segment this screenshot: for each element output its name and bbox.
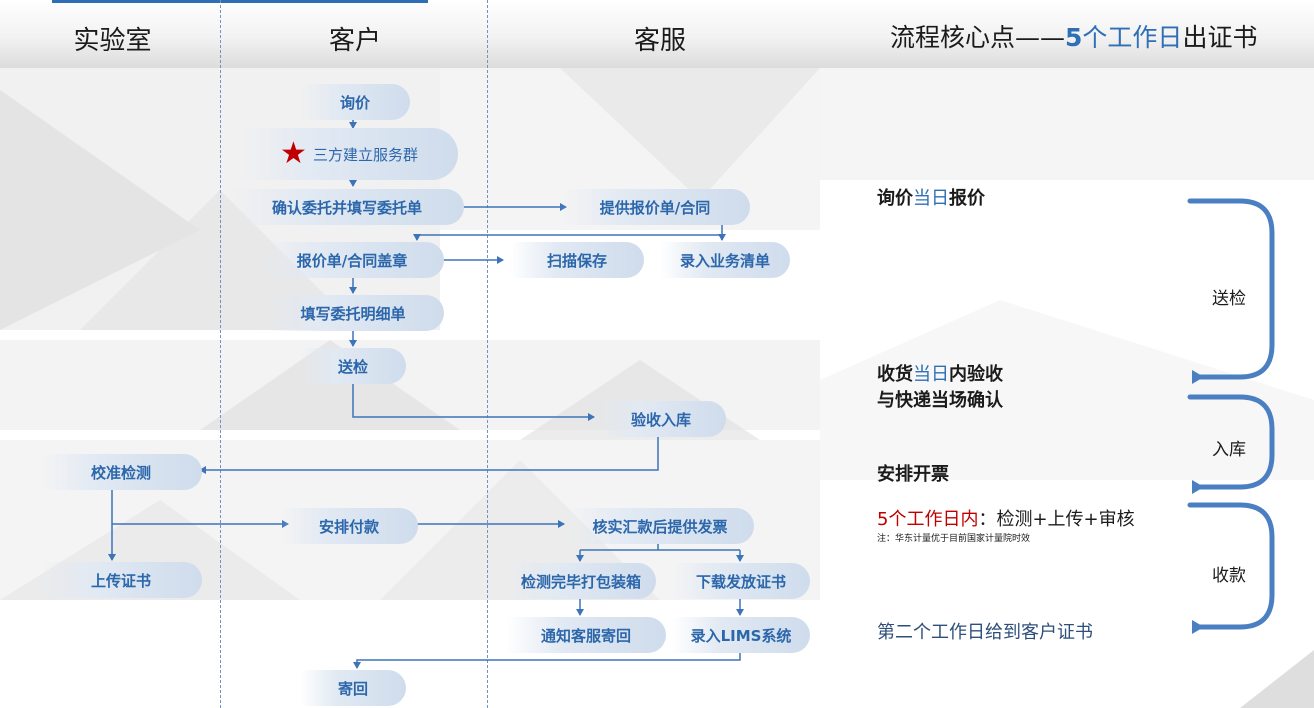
note-courier: 与快递当场确认 xyxy=(877,390,1003,411)
note-receive: 收货当日内验收 xyxy=(877,360,1003,386)
node-group: ★ 三方建立服务群 xyxy=(240,128,458,180)
connector-lims-return xyxy=(353,652,741,669)
node-inquiry-label: 询价 xyxy=(339,93,370,112)
node-invoice-label: 核实汇款后提供发票 xyxy=(592,517,728,536)
node-inquiry: 询价 xyxy=(300,84,410,120)
node-scan-label: 扫描保存 xyxy=(546,251,607,270)
note1-a: 询价 xyxy=(877,188,913,209)
note2-b: 当日 xyxy=(913,364,949,385)
note2-c: 内验收 xyxy=(949,364,1003,385)
note2-a: 收货 xyxy=(877,364,913,385)
bracket-payment xyxy=(1187,502,1275,634)
note4-b: ：检测+上传+审核 xyxy=(978,509,1135,530)
header-band xyxy=(0,0,1314,68)
node-stamp: 报价单/合同盖章 xyxy=(260,242,444,278)
node-download-label: 下载发放证书 xyxy=(695,572,786,591)
note-second-day: 第二个工作日给到客户证书 xyxy=(877,622,1093,643)
node-pay: 安排付款 xyxy=(280,508,418,544)
note-inquiry-quote: 询价当日报价 xyxy=(877,184,985,210)
node-pack: 检测完毕打包装箱 xyxy=(506,563,656,599)
core-title-number: 5 xyxy=(1065,23,1083,52)
connector-receive-calibrate xyxy=(199,435,659,474)
node-receive-label: 验收入库 xyxy=(630,410,691,429)
node-confirm-label: 确认委托并填写委托单 xyxy=(271,198,422,217)
note1-b: 当日 xyxy=(913,188,949,209)
node-record-label: 录入业务清单 xyxy=(679,251,770,270)
star-icon: ★ xyxy=(280,136,307,171)
node-detail: 填写委托明细单 xyxy=(262,295,444,331)
core-title-suffix: 出证书 xyxy=(1182,23,1258,52)
node-download: 下载发放证书 xyxy=(672,563,810,599)
core-title: 流程核心点——5个工作日出证书 xyxy=(890,18,1257,54)
column-title-customer: 客户 xyxy=(328,26,381,56)
bracket-label-stock: 入库 xyxy=(1212,440,1246,460)
lane-divider-customer-service xyxy=(487,0,488,708)
connector-quote-split xyxy=(417,225,723,236)
lane-divider-lab-customer xyxy=(220,0,221,708)
node-provide-quote-label: 提供报价单/合同 xyxy=(599,198,711,217)
node-pack-label: 检测完毕打包装箱 xyxy=(520,572,641,591)
node-return-label: 寄回 xyxy=(337,679,368,698)
column-title-lab: 实验室 xyxy=(73,26,152,56)
node-detail-label: 填写委托明细单 xyxy=(300,304,406,323)
bracket-send xyxy=(1187,198,1275,384)
bracket-stock xyxy=(1187,394,1275,494)
node-scan: 扫描保存 xyxy=(510,242,644,278)
node-upload: 上传证书 xyxy=(40,562,202,598)
node-provide-quote: 提供报价单/合同 xyxy=(560,189,750,225)
node-stamp-label: 报价单/合同盖章 xyxy=(296,251,408,270)
bracket-label-payment: 收款 xyxy=(1212,566,1246,586)
node-calibrate: 校准检测 xyxy=(40,454,202,490)
node-record: 录入业务清单 xyxy=(660,242,790,278)
note1-c: 报价 xyxy=(949,188,985,209)
node-upload-label: 上传证书 xyxy=(90,571,151,590)
core-title-prefix: 流程核心点—— xyxy=(890,23,1066,52)
note-5days-footnote: 注：华东计量优于目前国家计量院时效 xyxy=(877,534,1031,544)
note4-a: 5个工作日内 xyxy=(877,509,979,530)
node-lims: 录入LIMS系统 xyxy=(672,617,810,653)
node-receive: 验收入库 xyxy=(596,401,726,437)
node-notify-label: 通知客服寄回 xyxy=(540,626,631,645)
node-pay-label: 安排付款 xyxy=(318,517,379,536)
node-group-label: 三方建立服务群 xyxy=(312,145,418,164)
note-invoice: 安排开票 xyxy=(877,464,949,485)
node-send: 送检 xyxy=(300,348,406,384)
core-title-mid: 个工作日 xyxy=(1082,23,1183,52)
node-send-label: 送检 xyxy=(337,357,368,376)
node-return: 寄回 xyxy=(300,670,406,706)
note-5days: 5个工作日内：检测+上传+审核 xyxy=(877,505,1135,531)
bracket-label-send: 送检 xyxy=(1212,289,1246,309)
node-notify: 通知客服寄回 xyxy=(506,617,666,653)
node-invoice: 核实汇款后提供发票 xyxy=(566,508,754,544)
column-title-service: 客服 xyxy=(633,26,686,56)
header-accent-line xyxy=(52,0,428,3)
node-confirm: 确认委托并填写委托单 xyxy=(230,189,464,225)
node-calibrate-label: 校准检测 xyxy=(90,463,151,482)
node-lims-label: 录入LIMS系统 xyxy=(690,626,792,645)
connector-send-receive xyxy=(352,383,595,421)
